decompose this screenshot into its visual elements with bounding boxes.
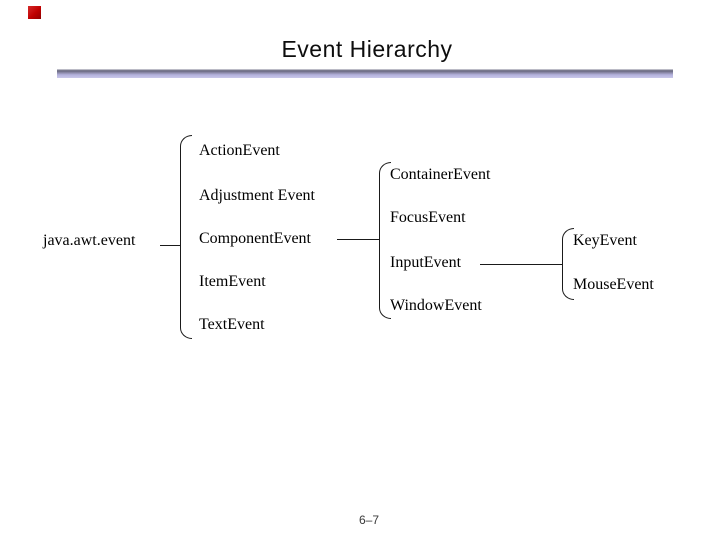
input-connector-line xyxy=(480,264,562,265)
node-component-event: ComponentEvent xyxy=(199,230,311,247)
root-label: java.awt.event xyxy=(43,232,136,249)
red-square-marker xyxy=(28,6,41,19)
node-text-event: TextEvent xyxy=(199,316,265,333)
node-input-event: InputEvent xyxy=(390,254,462,271)
node-focus-event: FocusEvent xyxy=(390,209,466,226)
node-adjustment-event: Adjustment Event xyxy=(199,187,315,204)
node-key-event: KeyEvent xyxy=(573,232,637,249)
page-number: 6–7 xyxy=(358,513,380,527)
component-connector-line xyxy=(337,239,379,240)
node-mouse-event: MouseEvent xyxy=(573,276,654,293)
level1-bracket xyxy=(180,135,192,339)
node-action-event: ActionEvent xyxy=(199,142,280,159)
level2-bracket xyxy=(379,162,391,319)
slide-title: Event Hierarchy xyxy=(281,36,453,62)
title-underline-rule xyxy=(57,69,673,78)
node-window-event: WindowEvent xyxy=(390,297,482,314)
root-connector-line xyxy=(160,245,180,246)
node-container-event: ContainerEvent xyxy=(390,166,491,183)
node-item-event: ItemEvent xyxy=(199,273,266,290)
